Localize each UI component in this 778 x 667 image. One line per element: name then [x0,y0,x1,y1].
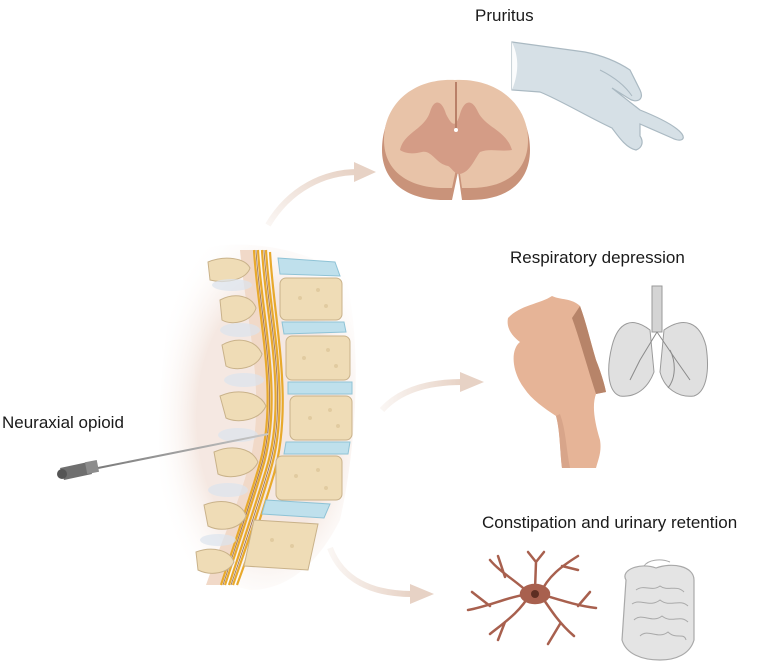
neuron [466,550,598,646]
brainstem [507,296,606,468]
arrow-to-gut [327,546,434,604]
posterior-elements [195,257,267,574]
spinal-needle [57,433,269,480]
respiratory-depression-label: Respiratory depression [510,248,685,267]
arrow-to-spinal-cord [265,162,376,227]
spine-illustration [159,244,356,590]
vertebral-bodies [243,257,353,571]
constipation-label: Constipation and urinary retention [482,513,738,532]
spinal-cord-cross-section [382,79,530,200]
intestines [621,559,695,661]
neuraxial-opioid-label: Neuraxial opioid [2,413,124,432]
scratching-hand [511,41,684,151]
arrow-to-brainstem [379,372,484,413]
lungs [608,285,708,397]
pruritus-label: Pruritus [475,6,534,25]
